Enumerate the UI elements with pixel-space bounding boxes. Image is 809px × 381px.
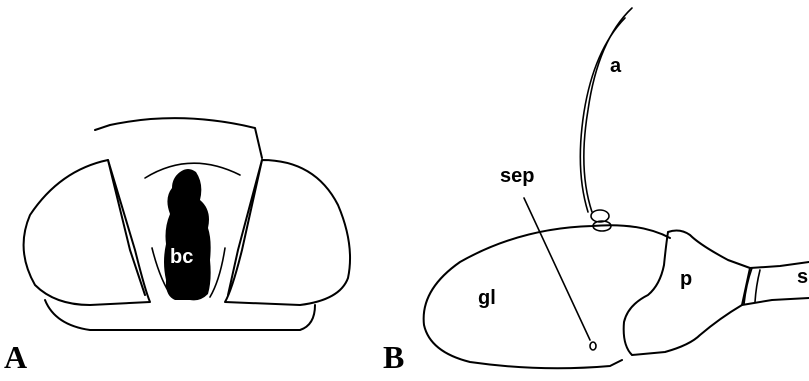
label-sep: sep bbox=[500, 165, 534, 187]
s-segment-lower bbox=[741, 297, 809, 306]
p-segment bbox=[622, 229, 751, 356]
sep-pore bbox=[589, 341, 597, 351]
antenna-inner bbox=[579, 17, 626, 213]
right-lobe bbox=[224, 159, 351, 306]
sep-pointer-line bbox=[523, 197, 591, 341]
s-segment bbox=[749, 261, 809, 269]
panel-b-drawing: a p s sep gl B bbox=[383, 7, 809, 375]
label-a: a bbox=[610, 55, 622, 77]
label-gl: gl bbox=[478, 287, 496, 309]
central-plate-right-edge bbox=[227, 159, 263, 296]
left-lobe bbox=[22, 159, 151, 306]
bottom-plate bbox=[44, 299, 316, 331]
central-plate-outline bbox=[94, 117, 263, 159]
right-inner-seam bbox=[209, 247, 226, 298]
panel-label-a: A bbox=[4, 339, 27, 375]
central-plate-left-edge bbox=[107, 159, 146, 296]
label-p: p bbox=[680, 268, 692, 290]
antenna-outer bbox=[583, 7, 633, 213]
bc-body-shape bbox=[164, 169, 211, 301]
s-joint-2 bbox=[754, 269, 761, 303]
panel-label-b: B bbox=[383, 339, 404, 375]
antenna-socket bbox=[590, 209, 610, 223]
label-s: s bbox=[797, 266, 808, 288]
gl-body bbox=[422, 224, 671, 370]
panel-a-drawing: bc A bbox=[4, 117, 351, 375]
inner-arc bbox=[144, 162, 241, 179]
s-joint-1 bbox=[743, 267, 753, 305]
label-bc: bc bbox=[170, 246, 193, 268]
